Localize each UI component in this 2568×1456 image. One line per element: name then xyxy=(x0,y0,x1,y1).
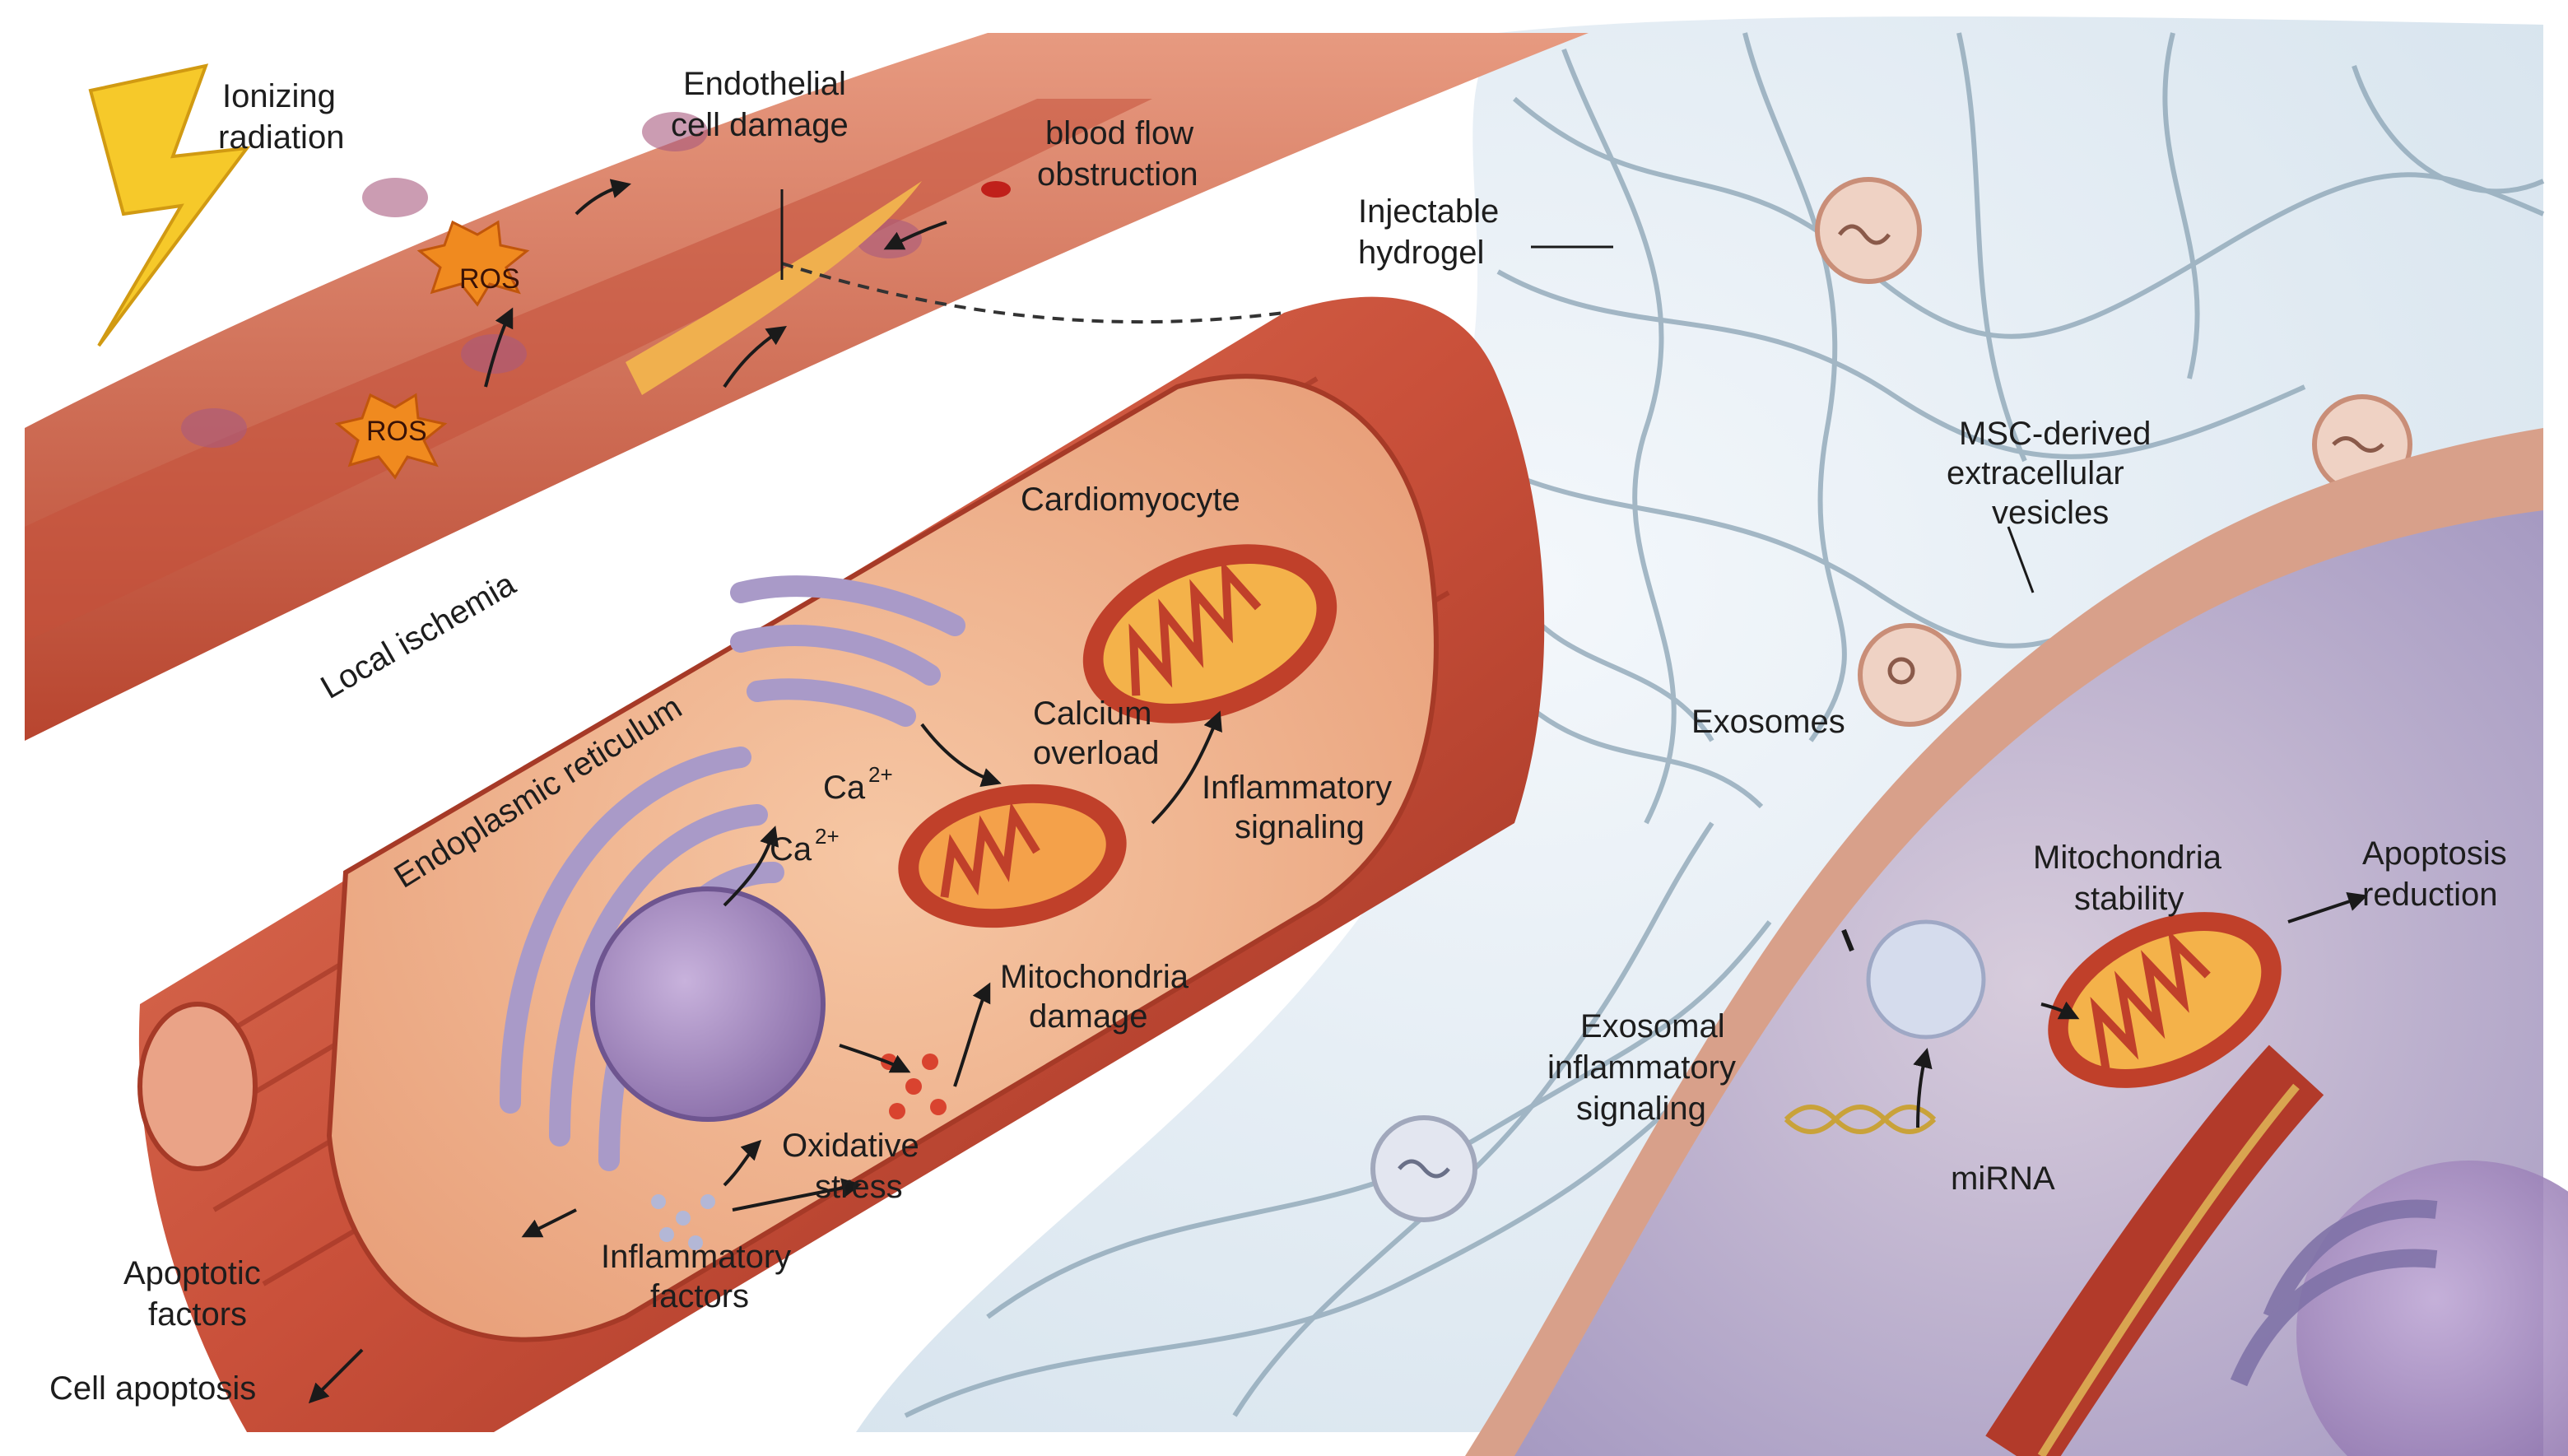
label-apoptotic-2: factors xyxy=(148,1296,247,1333)
label-mito-damage-1: Mitochondria xyxy=(1000,959,1189,995)
label-mirna: miRNA xyxy=(1951,1161,2055,1197)
healthy-mitochondrion xyxy=(2048,912,2282,1088)
label-endothelial-1: Endothelial xyxy=(683,66,846,102)
labels: Ionizing radiation ROS ROS Endothelial c… xyxy=(49,66,2507,1407)
ros-burst-1 xyxy=(416,220,530,307)
label-ionizing-2: radiation xyxy=(218,119,344,156)
cardiomyocyte-block xyxy=(137,296,1545,1433)
label-blood-flow-1: blood flow xyxy=(1045,115,1193,151)
target-er xyxy=(2230,1199,2438,1387)
label-injectable-1: Injectable xyxy=(1358,193,1499,230)
ros-burst-2 xyxy=(334,393,448,480)
vesicle xyxy=(1815,177,1922,284)
mirna-helix xyxy=(1784,1105,1937,1134)
label-mito-stability-2: stability xyxy=(2074,881,2184,917)
label-exosomal-2: inflammatory xyxy=(1547,1049,1736,1086)
label-inflammatory-signaling-2: signaling xyxy=(1235,809,1365,845)
label-inflammatory-factors-2: factors xyxy=(650,1278,749,1314)
label-msc-3: vesicles xyxy=(1992,495,2109,531)
target-cell xyxy=(1465,428,2568,1456)
label-oxidative-1: Oxidative xyxy=(782,1128,919,1164)
hydrogel-fibers xyxy=(904,32,2545,1418)
label-inflammatory-signaling-1: Inflammatory xyxy=(1202,770,1392,806)
label-ionizing-1: Ionizing xyxy=(222,78,336,114)
blood-clot xyxy=(981,181,1011,198)
label-cardiomyocyte: Cardiomyocyte xyxy=(1021,481,1240,518)
label-exosomal-3: signaling xyxy=(1576,1091,1706,1127)
label-ca-2-sup: 2+ xyxy=(815,824,840,849)
damaged-endothelial-cell xyxy=(626,181,922,395)
label-inflammatory-factors-1: Inflammatory xyxy=(601,1239,791,1275)
label-msc-2: extracellular xyxy=(1947,455,2124,491)
label-msc-1: MSC-derived xyxy=(1959,416,2151,452)
label-ros-1: ROS xyxy=(459,263,520,295)
label-mito-stability-1: Mitochondria xyxy=(2033,840,2222,876)
fiber-cross-section xyxy=(137,1002,258,1171)
vesicle xyxy=(1858,623,1961,727)
label-blood-flow-2: obstruction xyxy=(1037,156,1198,193)
label-exosomal-1: Exosomal xyxy=(1580,1008,1725,1044)
label-ca-2: Ca xyxy=(770,831,812,868)
label-calcium-1: Calcium xyxy=(1033,695,1151,732)
label-apoptotic-1: Apoptotic xyxy=(123,1255,261,1291)
dashed-connector xyxy=(781,262,1285,324)
target-nucleus xyxy=(2296,1161,2568,1456)
label-endothelial-2: cell damage xyxy=(671,107,849,143)
mitochondrion-damaged xyxy=(898,784,1127,928)
lightning-bolt-icon xyxy=(88,63,251,347)
label-exosomes: Exosomes xyxy=(1691,704,1845,740)
mitochondrion-top xyxy=(1082,544,1338,723)
label-apoptosis-reduction-2: reduction xyxy=(2362,877,2498,913)
label-ca-1: Ca xyxy=(823,770,866,806)
label-oxidative-2: stress xyxy=(815,1169,903,1205)
label-calcium-2: overload xyxy=(1033,735,1159,771)
inflammatory-particles xyxy=(651,1194,715,1250)
label-mito-damage-2: damage xyxy=(1029,998,1148,1035)
label-cell-apoptosis: Cell apoptosis xyxy=(49,1370,256,1407)
blood-vessel xyxy=(25,33,1589,741)
arrows xyxy=(308,179,2368,1404)
cardiomyocyte-nucleus xyxy=(590,886,826,1122)
label-apoptosis-reduction-1: Apoptosis xyxy=(2362,835,2507,872)
exosome-entering xyxy=(1866,919,1986,1040)
label-ros-2: ROS xyxy=(366,416,427,447)
label-ca-1-sup: 2+ xyxy=(868,762,893,787)
label-injectable-2: hydrogel xyxy=(1358,235,1484,271)
